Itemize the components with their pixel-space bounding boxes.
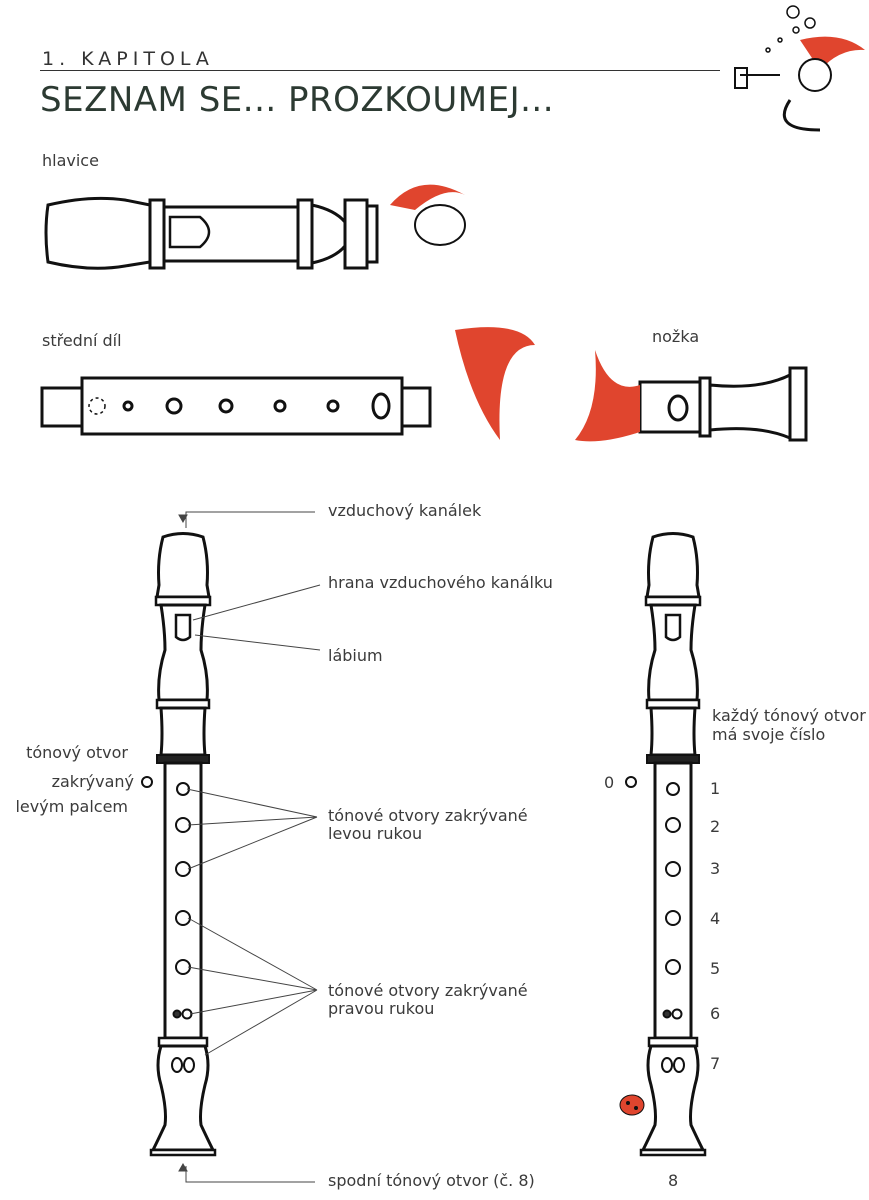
hole-number-5: 5 — [710, 959, 721, 978]
recorder-left-drawing — [149, 532, 217, 1157]
label-foot: nožka — [652, 327, 700, 346]
hole-number-3: 3 — [710, 859, 721, 878]
label-left-hand-2: levou rukou — [328, 824, 423, 843]
chapter-rule — [40, 70, 720, 71]
page-title: SEZNAM SE... PROZKOUMEJ... — [40, 80, 555, 120]
gnome-hat-foot — [575, 350, 640, 442]
label-head: hlavice — [42, 151, 99, 170]
label-bottom-hole: spodní tónový otvor (č. 8) — [328, 1171, 535, 1190]
leader-lines — [178, 511, 321, 1183]
label-middle: střední díl — [42, 331, 122, 350]
hole-number-0: 0 — [604, 773, 615, 792]
hole-number-4: 4 — [710, 909, 721, 928]
hole-number-2: 2 — [710, 817, 721, 836]
chapter-label: 1. KAPITOLA — [42, 48, 214, 70]
label-labium: lábium — [328, 646, 383, 665]
hole-number-1: 1 — [710, 779, 721, 798]
thumb-hole-left — [141, 776, 153, 788]
gnome-pipe-illustration — [734, 5, 865, 132]
middle-piece-drawing — [40, 376, 432, 436]
hole-number-8: 8 — [668, 1171, 679, 1190]
label-thumb-hole-3: levým palcem — [15, 797, 128, 816]
ladybug-illustration — [619, 1094, 645, 1116]
gnome-hat-head — [390, 184, 465, 210]
label-thumb-hole-1: tónový otvor — [26, 743, 128, 762]
label-numbers-note-2: má svoje číslo — [712, 725, 826, 744]
foot-piece-drawing — [638, 366, 808, 442]
gnome-hat-middle — [455, 327, 535, 440]
hole-number-6: 6 — [710, 1004, 721, 1023]
hole-number-7: 7 — [710, 1054, 721, 1073]
gnome-head — [414, 204, 466, 246]
head-piece-drawing — [44, 196, 379, 270]
label-channel-edge: hrana vzduchového kanálku — [328, 573, 553, 592]
label-right-hand-2: pravou rukou — [328, 999, 435, 1018]
label-left-hand-1: tónové otvory zakrývané — [328, 806, 528, 825]
thumb-hole-right — [625, 776, 637, 788]
recorder-right-drawing — [639, 532, 707, 1157]
label-thumb-hole-2: zakrývaný — [51, 772, 134, 791]
label-air-channel: vzduchový kanálek — [328, 501, 482, 520]
label-right-hand-1: tónové otvory zakrývané — [328, 981, 528, 1000]
label-numbers-note-1: každý tónový otvor — [712, 706, 866, 725]
